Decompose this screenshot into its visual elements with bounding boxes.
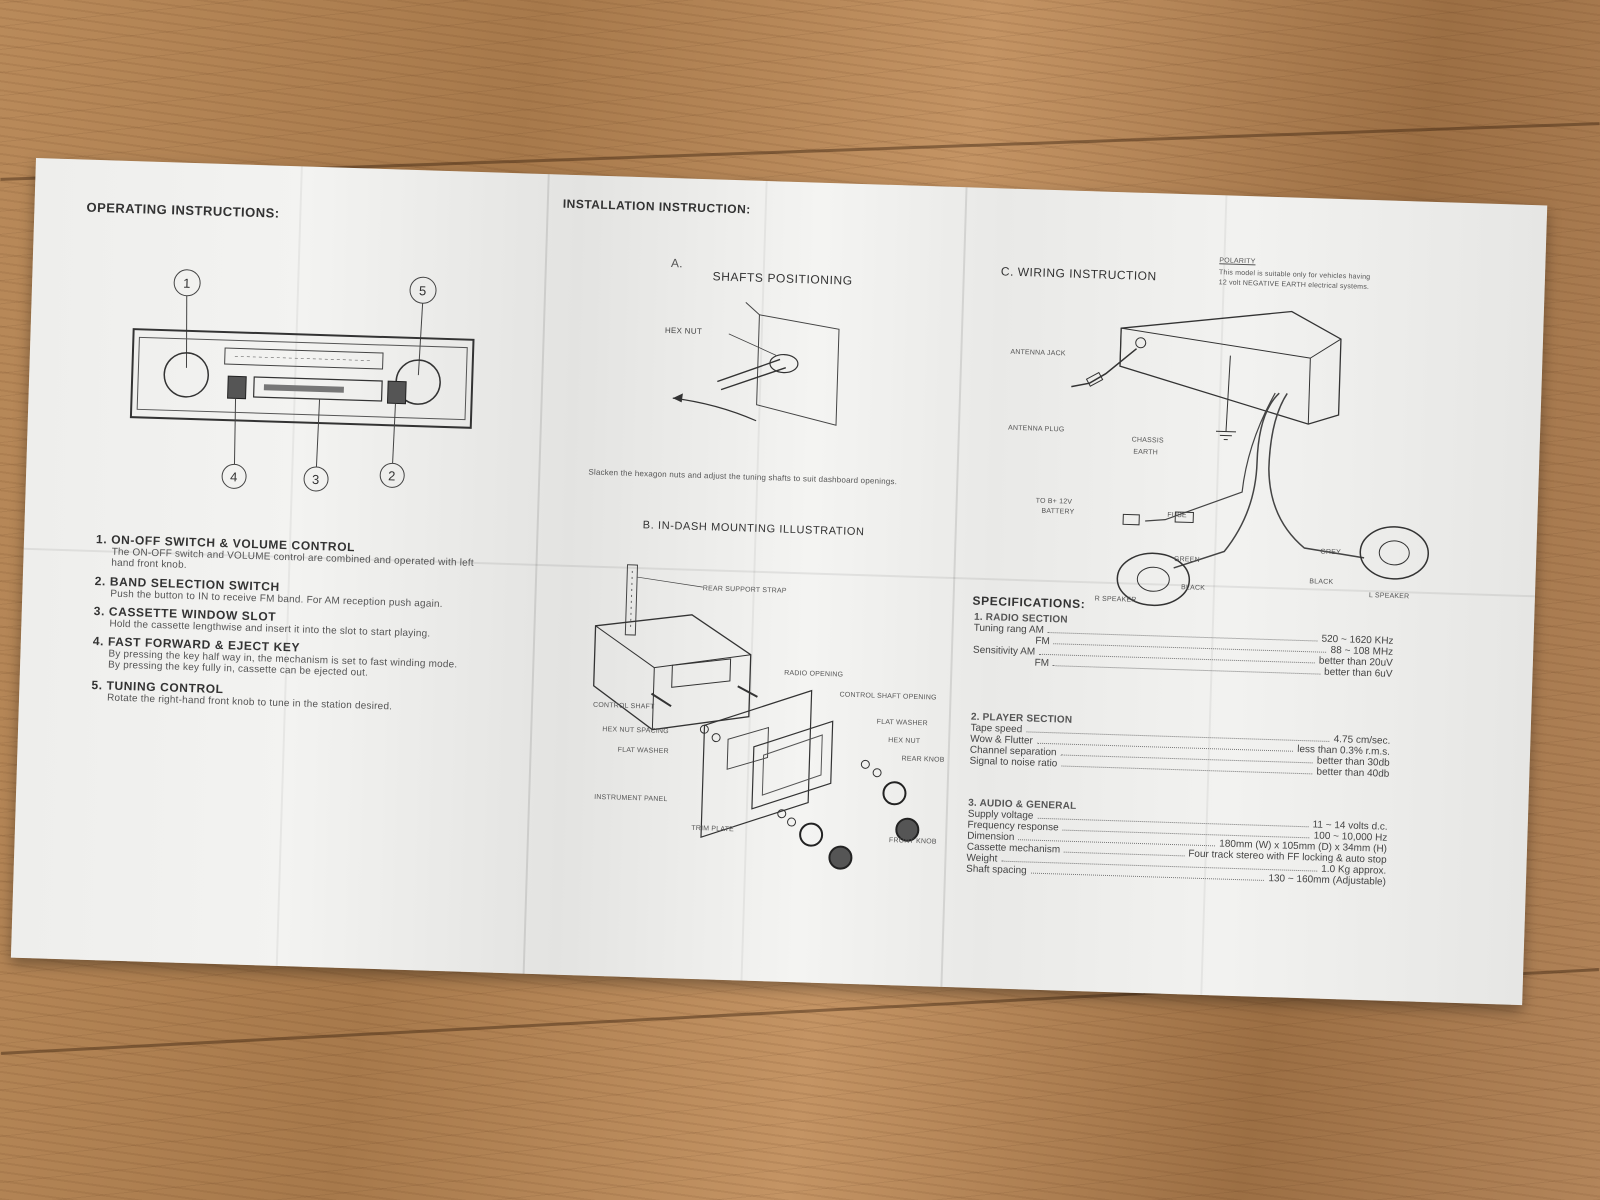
- instrument-panel: [700, 689, 813, 839]
- spec-label: FM: [1034, 657, 1050, 670]
- instruction-sheet: OPERATING INSTRUCTIONS: 1 5 4: [10, 158, 1548, 1006]
- callout-2-num: 2: [388, 468, 396, 483]
- in-dash-mounting-diagram: [593, 564, 920, 870]
- antenna-jack-shape: [1135, 337, 1147, 349]
- operating-item-2: 2. BAND SELECTION SWITCH Push the button…: [94, 574, 443, 610]
- callout-4-num: 4: [230, 469, 238, 484]
- wiring-diagram: [1071, 310, 1430, 607]
- section-a-letter: A.: [670, 256, 683, 271]
- trim-plate: [751, 720, 834, 810]
- spec-value: 130 ~ 160mm (Adjustable): [1268, 873, 1387, 888]
- eject-key: [227, 375, 247, 400]
- section-a-title: SHAFTS POSITIONING: [712, 269, 853, 288]
- right-speaker-shape: [1116, 552, 1191, 607]
- rear-knob-label: REAR KNOB: [901, 755, 945, 764]
- spec-label: FM: [1035, 635, 1050, 648]
- fuse-label: FUSE: [1167, 511, 1187, 520]
- left-speaker-shape: [1359, 526, 1430, 580]
- shaft-positioning-diagram: [672, 301, 840, 426]
- polarity-heading: POLARITY: [1219, 257, 1256, 266]
- spec-label: Tuning rang AM: [973, 622, 1045, 636]
- radio-box: [593, 614, 752, 731]
- chassis-earth-label-1: CHASSIS: [1131, 436, 1164, 445]
- battery-label-1: TO B+ 12V: [1035, 497, 1073, 506]
- rear-knob-shape: [882, 781, 907, 806]
- callout-2: 2: [379, 403, 405, 488]
- black-wire-right-label: BLACK: [1309, 578, 1334, 586]
- hex-nut-right-label: HEX NUT: [888, 737, 921, 746]
- front-knob-label: FRONT KNOB: [888, 837, 937, 846]
- spec-value: better than 6uV: [1323, 666, 1393, 680]
- spec-label: Signal to noise ratio: [969, 755, 1058, 770]
- trim-plate-label: TRIM PLATE: [691, 824, 735, 834]
- fold-line: [522, 174, 550, 974]
- black-wire-left-label: BLACK: [1180, 584, 1206, 592]
- front-knob-shape: [828, 845, 853, 870]
- operating-item-1: 1. ON-OFF SWITCH & VOLUME CONTROL The ON…: [95, 532, 474, 580]
- chassis-earth-label-2: EARTH: [1133, 448, 1159, 457]
- fuse-shape: [1174, 511, 1194, 524]
- callout-3-num: 3: [312, 472, 320, 487]
- cassette-slot: [252, 376, 383, 402]
- callout-3: 3: [303, 399, 329, 492]
- volume-knob: [163, 352, 210, 398]
- fold-line: [940, 187, 968, 987]
- grey-wire-label: GREY: [1320, 548, 1341, 557]
- callout-4: 4: [221, 398, 247, 489]
- callout-5-num: 5: [419, 283, 427, 298]
- operating-item-4: 4. FAST FORWARD & EJECT KEY By pressing …: [92, 634, 458, 681]
- spec-value: better than 40db: [1316, 766, 1390, 780]
- tuning-dial-window: [224, 347, 384, 370]
- polarity-line-2: 12 volt NEGATIVE EARTH electrical system…: [1218, 279, 1370, 291]
- wiring-title: C. WIRING INSTRUCTION: [1000, 264, 1157, 284]
- operating-item-3: 3. CASSETTE WINDOW SLOT Hold the cassett…: [93, 604, 431, 640]
- l-speaker-label: L SPEAKER: [1368, 592, 1410, 601]
- installation-title: INSTALLATION INSTRUCTION:: [562, 196, 752, 217]
- green-wire-label: GREEN: [1173, 555, 1200, 564]
- battery-label-2: BATTERY: [1041, 507, 1075, 516]
- hex-nut-shape: [769, 353, 799, 374]
- callout-1-num: 1: [183, 276, 191, 291]
- r-speaker-label: R SPEAKER: [1094, 595, 1137, 604]
- band-switch: [386, 380, 407, 405]
- section-a-caption: Slacken the hexagon nuts and adjust the …: [588, 467, 898, 487]
- radio-inner: [136, 336, 468, 421]
- specifications-title: SPECIFICATIONS:: [972, 593, 1086, 612]
- spec-label: Sensitivity AM: [972, 644, 1036, 658]
- hex-nut-label: HEX NUT: [664, 325, 703, 337]
- operating-item-5: 5. TUNING CONTROL Rotate the right-hand …: [91, 678, 393, 712]
- radio-front-diagram: 1 5 4 3 2: [129, 269, 475, 492]
- spec-label: Shaft spacing: [965, 863, 1027, 877]
- operating-title: OPERATING INSTRUCTIONS:: [86, 199, 280, 221]
- adjust-arrow: [672, 397, 757, 422]
- radio-body: [129, 328, 475, 429]
